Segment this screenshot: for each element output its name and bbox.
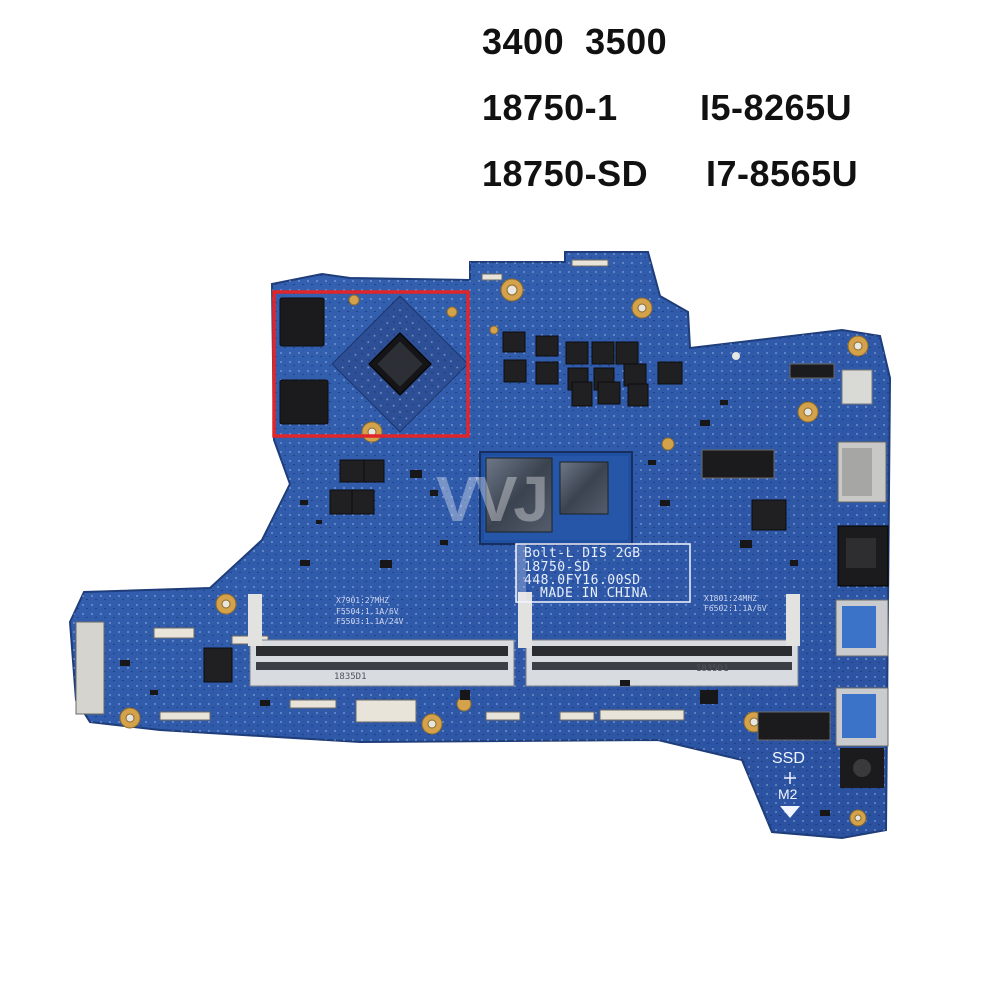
board-label-line4: MADE IN CHINA <box>540 586 649 601</box>
xtal-right-label: X1801:24MHZ <box>704 594 757 603</box>
board-code-1: 18750-1 <box>482 87 618 128</box>
ram-slots <box>248 592 800 687</box>
fuse-left-label-1: F5504:1.1A/6V <box>336 607 399 616</box>
xtal-left-label: X7901:27MHZ <box>336 596 389 605</box>
m2-label: M2 <box>778 786 798 802</box>
ram-slot-left-label: 1835D1 <box>334 672 367 682</box>
cpu-i7: I7-8565U <box>706 153 859 194</box>
board-code-sd: 18750-SD <box>482 153 649 194</box>
mounting-holes <box>119 278 869 827</box>
smd-components <box>120 400 830 816</box>
fuse-left-label-2: F5503:1.1A/24V <box>336 617 404 626</box>
ram-slot-right-label: 1835D1 <box>696 664 729 674</box>
board-label-line2: 18750-SD <box>524 560 591 575</box>
fuse-right-label: F6502:1.1A/6V <box>704 604 767 613</box>
power-chokes <box>203 331 787 683</box>
cpu-i5: I5-8265U <box>700 87 853 128</box>
ssd-label: SSD <box>772 750 805 767</box>
cpu-package <box>479 451 633 545</box>
board-label-line1: Bolt-L DIS 2GB <box>524 546 641 561</box>
watermark: VVJ <box>436 463 549 535</box>
gpu-chip <box>331 295 469 433</box>
board-label-line3: 448.0FY16.00SD <box>524 573 641 588</box>
io-ports <box>835 369 889 788</box>
model-numbers: 3400 3500 <box>482 21 668 62</box>
gpu-highlight-box <box>272 290 470 438</box>
board-label-box <box>515 543 691 603</box>
gpu-memory-chips <box>279 297 329 425</box>
small-connectors <box>75 259 835 741</box>
